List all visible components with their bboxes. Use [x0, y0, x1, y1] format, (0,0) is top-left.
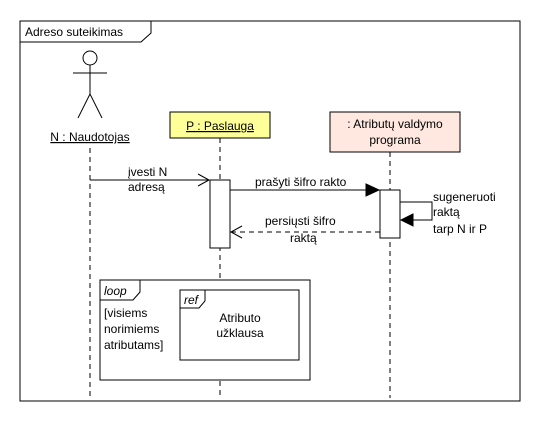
loop-tab: [100, 279, 141, 301]
loop-keyword: loop: [104, 284, 127, 298]
activation-atributu: [379, 189, 401, 239]
lifeline-paslauga-label: P : Paslauga: [186, 119, 254, 133]
ref-tab: [180, 289, 206, 309]
message-sugeneruoti-line: [400, 201, 433, 221]
loop-guard-2: norimiems: [104, 322, 159, 336]
message-sugeneruoti-label-1: sugeneruoti: [433, 190, 496, 204]
message-prasyti-label: prašyti šifro rakto: [255, 175, 347, 189]
message-ivesti-arrowhead: [197, 173, 211, 187]
actor-head: [82, 50, 98, 66]
ref-label-1: Atributo: [219, 311, 261, 325]
ref-label-2: užklausa: [216, 326, 264, 340]
message-persiusti-label-1: persiųsti šifro: [265, 214, 336, 228]
lifeline-paslauga-head: [169, 111, 271, 139]
activation-paslauga: [209, 179, 231, 249]
frame-tab: [20, 20, 152, 43]
message-sugeneruoti-label-3: tarp N ir P: [433, 222, 487, 236]
ref-fragment: [179, 289, 300, 361]
diagram-frame: [19, 20, 521, 402]
message-persiusti-arrowhead: [229, 225, 243, 239]
ref-keyword: ref: [184, 293, 200, 307]
lifeline-atributu-label-2: programa: [369, 133, 421, 147]
message-sugeneruoti-arrowhead: [399, 213, 414, 227]
message-sugeneruoti-label-2: raktą: [433, 205, 460, 219]
message-ivesti-label-2: adresą: [128, 180, 165, 194]
message-prasyti-arrowhead: [365, 183, 381, 197]
message-persiusti-label-2: raktą: [290, 231, 317, 245]
loop-guard-3: atributams]: [104, 338, 163, 352]
loop-guard-1: [visiems: [104, 306, 147, 320]
actor-left-leg: [77, 93, 91, 119]
message-ivesti-label-1: įvesti N: [128, 165, 167, 179]
lifeline-naudotojas-label: N : Naudotojas: [50, 130, 129, 144]
frame-title: Adreso suteikimas: [25, 25, 123, 39]
actor-right-leg: [89, 93, 103, 119]
lifeline-atributu-head: [329, 111, 461, 153]
actor-naudotojas: [73, 50, 107, 119]
lifeline-atributu-label-1: : Atributų valdymo: [347, 117, 443, 131]
